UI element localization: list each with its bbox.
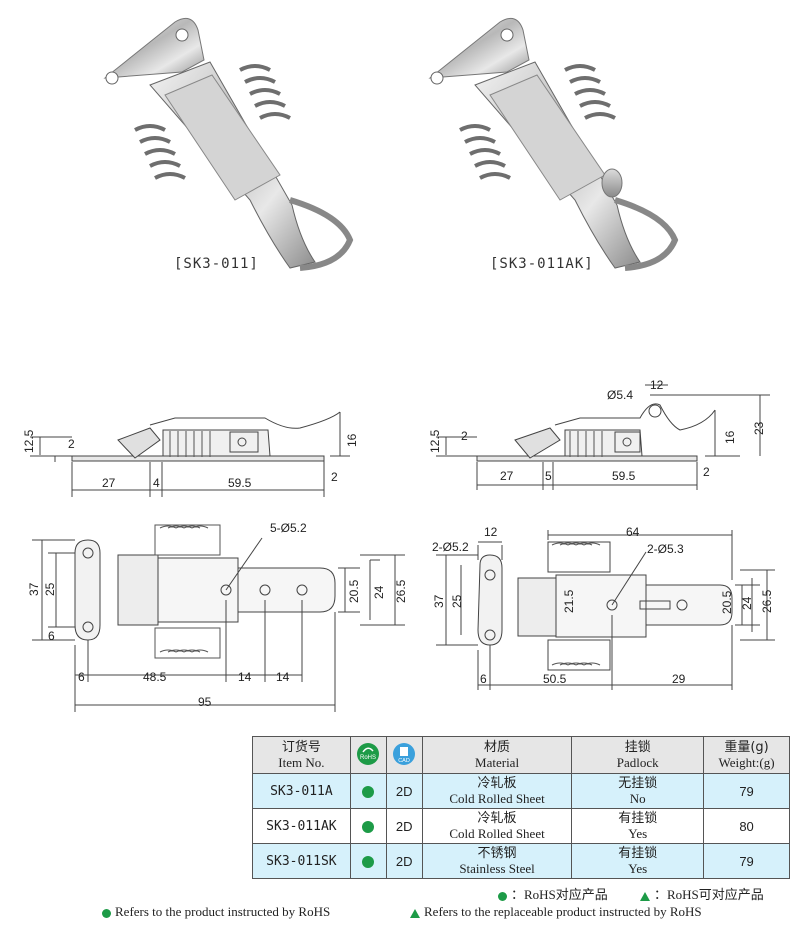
dim-right-37: 37	[432, 594, 446, 608]
product-photos	[103, 17, 679, 271]
dim-right-21-5: 21.5	[562, 589, 576, 613]
rohs-dot-icon	[362, 786, 375, 799]
rohs-dot-icon	[362, 821, 375, 834]
dim-right-25: 25	[450, 594, 464, 608]
dim-left-24: 24	[372, 585, 386, 599]
legend-rohs-en: Refers to the product instructed by RoHS	[102, 904, 330, 920]
spec-table: 订货号 Item No. RoHS CAD 材质 Material 挂锁 Pad…	[252, 736, 790, 879]
rohs-triangle-icon	[410, 908, 420, 918]
dim-right-2a: 2	[461, 429, 468, 443]
dim-right-64: 64	[626, 525, 640, 539]
dim-left-95: 95	[198, 695, 212, 709]
rohs-badge-icon: RoHS	[357, 742, 380, 765]
cell-rohs	[349, 773, 387, 809]
svg-text:CAD: CAD	[398, 758, 410, 764]
header-rohs: RoHS	[349, 736, 387, 774]
legend-rohs-alt-cn: ：RoHS可对应产品	[640, 884, 764, 903]
header-cad: CAD	[385, 736, 423, 774]
caption-sk3-011: [SK3-011]	[174, 256, 259, 272]
dim-right-2-phi5-2: 2-Ø5.2	[432, 540, 469, 554]
dim-right-phi5-4: Ø5.4	[607, 388, 633, 402]
cell-rohs	[349, 808, 387, 844]
cell-cad: 2D	[385, 843, 423, 879]
caption-sk3-011ak: [SK3-011AK]	[490, 256, 594, 272]
dim-left-5-phi: 5-Ø5.2	[270, 521, 307, 535]
svg-text:RoHS: RoHS	[360, 755, 376, 761]
dim-right-12-top: 12	[484, 525, 498, 539]
dim-right-27: 27	[500, 469, 514, 483]
top-view-left	[32, 524, 405, 712]
dim-right-29: 29	[672, 672, 686, 686]
dim-left-14a: 14	[238, 670, 252, 684]
cad-badge-icon: CAD	[393, 742, 416, 765]
dim-right-2-phi5-3: 2-Ø5.3	[647, 542, 684, 556]
header-padlock: 挂锁 Padlock	[571, 736, 705, 774]
rohs-triangle-icon	[640, 891, 650, 901]
cell-item: SK3-011A	[252, 773, 351, 809]
dim-right-50-5: 50.5	[543, 672, 567, 686]
dim-left-6h: 6	[78, 670, 85, 684]
cell-cad: 2D	[385, 808, 423, 844]
dim-right-16: 16	[723, 430, 737, 444]
dim-left-6v: 6	[48, 629, 55, 643]
dim-left-59-5: 59.5	[228, 476, 252, 490]
dim-right-59-5: 59.5	[612, 469, 636, 483]
rohs-dot-icon	[102, 908, 111, 918]
dim-left-16: 16	[345, 433, 359, 447]
dim-left-37: 37	[27, 582, 41, 596]
header-item: 订货号 Item No.	[252, 736, 351, 774]
latch-photo-sk3-011	[103, 17, 354, 271]
dim-right-6: 6	[480, 672, 487, 686]
rohs-dot-icon	[498, 891, 507, 901]
dim-left-12-5: 12.5	[22, 429, 36, 453]
dim-left-2b: 2	[331, 470, 338, 484]
cell-cad: 2D	[385, 773, 423, 809]
header-material: 材质 Material	[421, 736, 573, 774]
dim-left-4: 4	[153, 476, 160, 490]
cell-item: SK3-011AK	[252, 808, 351, 844]
dim-left-26-5: 26.5	[394, 579, 408, 603]
legend-rohs-alt-en: Refers to the replaceable product instru…	[410, 904, 702, 920]
dim-left-14b: 14	[276, 670, 290, 684]
top-view-right	[436, 530, 775, 690]
cell-rohs	[349, 843, 387, 879]
technical-drawings: 12.5 2 27 4 59.5 16 2 5-Ø5.2 37 25 6 20.…	[22, 378, 775, 712]
dim-right-26-5: 26.5	[760, 589, 774, 613]
dim-left-48-5: 48.5	[143, 670, 167, 684]
latch-photo-sk3-011ak	[428, 17, 679, 271]
cell-item: SK3-011SK	[252, 843, 351, 879]
dim-right-2b: 2	[703, 465, 710, 479]
cell-weight: 80	[703, 808, 790, 844]
dim-left-20-5: 20.5	[347, 579, 361, 603]
dim-left-2a: 2	[68, 437, 75, 451]
cell-weight: 79	[703, 843, 790, 879]
header-weight: 重量(g) Weight:(g)	[703, 736, 790, 774]
dim-left-25: 25	[43, 582, 57, 596]
legend-rohs-cn: ：RoHS对应产品	[498, 884, 608, 903]
rohs-dot-icon	[362, 856, 375, 869]
dim-right-24: 24	[740, 596, 754, 610]
cell-weight: 79	[703, 773, 790, 809]
dim-left-27: 27	[102, 476, 116, 490]
side-view-left	[30, 411, 350, 497]
dim-right-12: 12	[650, 378, 664, 392]
table-header-row: 订货号 Item No. RoHS CAD 材质 Material 挂锁 Pad…	[252, 736, 790, 774]
dim-right-12-5: 12.5	[428, 429, 442, 453]
dim-right-20-5: 20.5	[720, 590, 734, 614]
dim-right-5: 5	[545, 469, 552, 483]
side-view-right	[436, 384, 770, 490]
dim-right-23: 23	[752, 421, 766, 435]
